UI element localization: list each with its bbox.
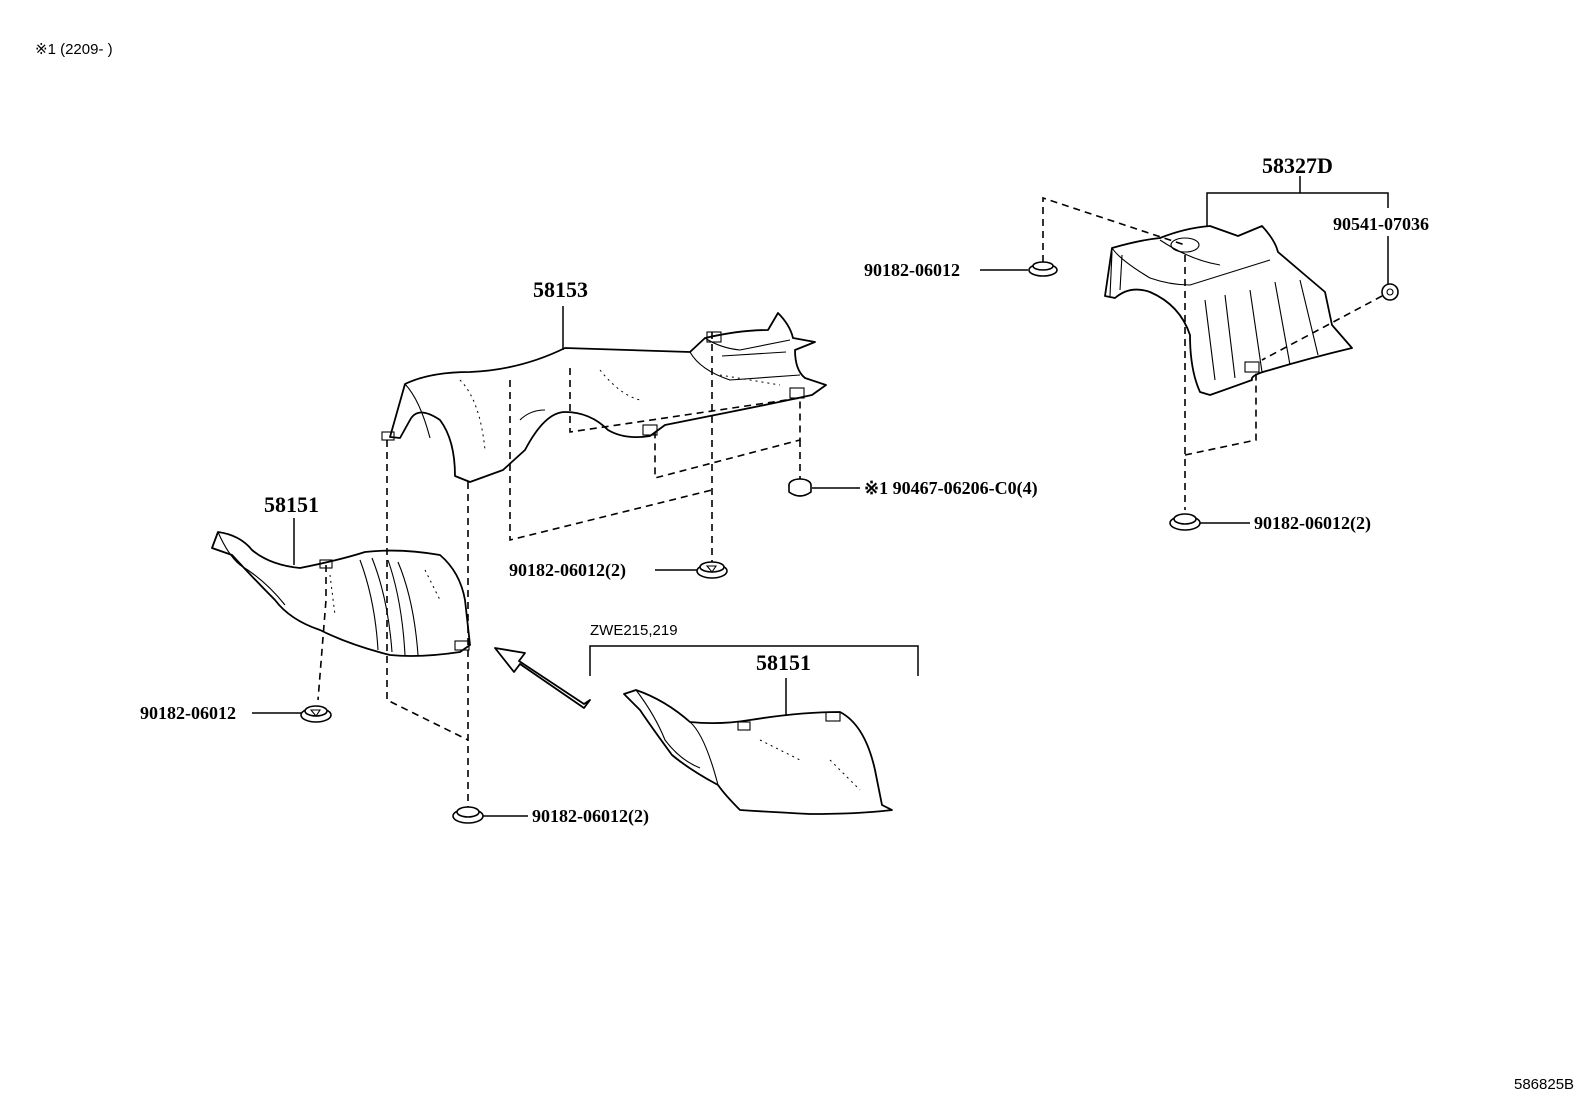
callout-90182-left[interactable]: 90182-06012 (140, 703, 236, 723)
bolt-90182-bottom[interactable] (452, 806, 484, 824)
dash-58151-a (386, 440, 469, 741)
variant-bracket (589, 645, 919, 676)
callout-90541[interactable]: 90541-07036 (1333, 214, 1429, 234)
clip-90541[interactable] (1381, 283, 1399, 301)
part-58153-shape[interactable] (381, 312, 827, 483)
bolt-90182-right[interactable] (1169, 513, 1201, 531)
dash-58151-c (317, 565, 327, 701)
figure-id: 586825B (1514, 1076, 1574, 1093)
callout-58153[interactable]: 58153 (533, 277, 588, 302)
callout-58151-main[interactable]: 58151 (264, 492, 319, 517)
variant-label: ZWE215,219 (590, 622, 678, 639)
direction-arrow (494, 647, 591, 709)
callout-58151-alt[interactable]: 58151 (756, 650, 811, 675)
bolt-90182-left[interactable] (300, 705, 332, 723)
header-note: ※1 (2209- ) (35, 41, 113, 58)
dash-58153-c (569, 368, 801, 480)
bolt-90182-top[interactable] (1028, 261, 1058, 277)
callout-90182-bottom[interactable]: 90182-06012(2) (532, 806, 649, 827)
part-58151-alt-shape[interactable] (623, 689, 893, 815)
dash-58153-a (509, 380, 713, 542)
callout-90467[interactable]: ※1 90467-06206-C0(4) (864, 478, 1038, 499)
dash-90182-top (1042, 196, 1186, 262)
callout-90182-top[interactable]: 90182-06012 (864, 260, 960, 280)
part-58151-main-shape[interactable] (211, 531, 471, 657)
dash-90182-right-b (1184, 370, 1257, 456)
dash-90541 (1261, 295, 1383, 361)
bolt-90182-mid[interactable] (696, 561, 728, 579)
callout-90182-mid[interactable]: 90182-06012(2) (509, 560, 626, 581)
callout-90182-right[interactable]: 90182-06012(2) (1254, 513, 1371, 534)
callout-58327d[interactable]: 58327D (1262, 153, 1333, 178)
bracket-58327d (1206, 192, 1389, 226)
part-58327d-shape[interactable] (1104, 225, 1353, 396)
nut-90467[interactable] (788, 478, 812, 497)
